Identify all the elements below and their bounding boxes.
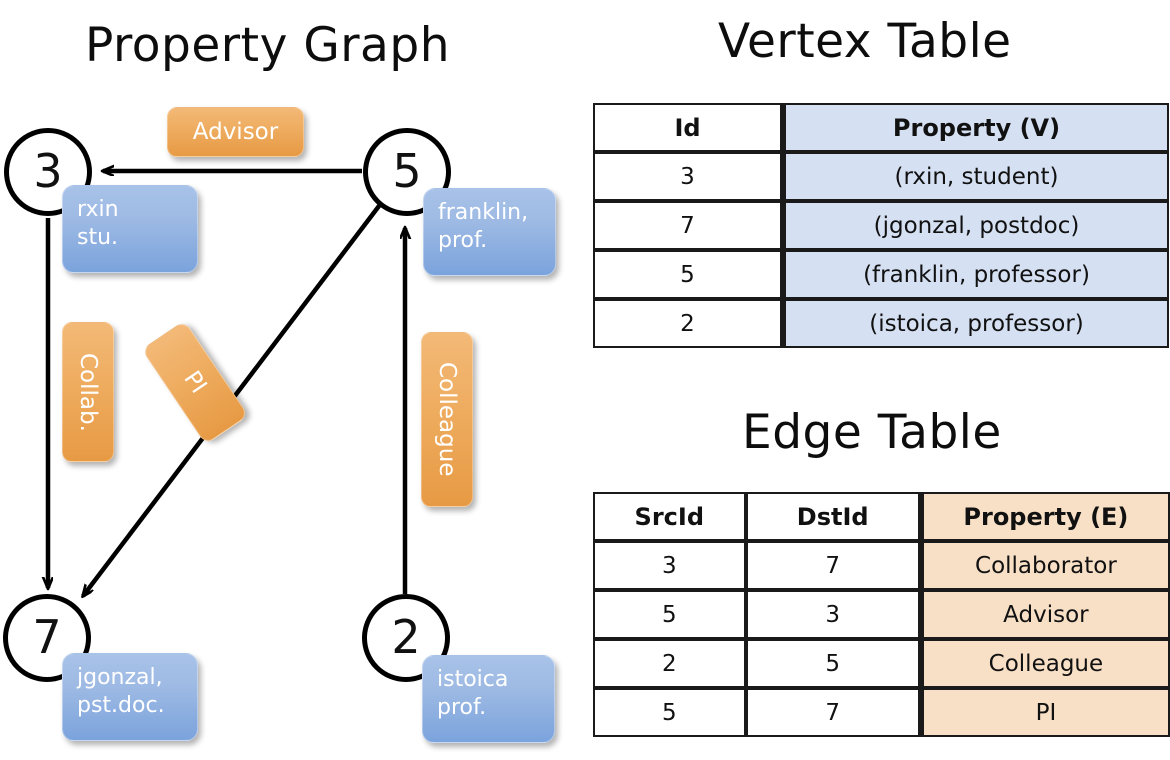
edge-cell-dstid: 5: [745, 639, 920, 688]
property-box-istoica-line2: prof.: [437, 695, 487, 721]
property-box-jgonzal[interactable]: jgonzal, pst.doc.: [62, 653, 198, 741]
edge-table-header-property: Property (E): [919, 492, 1170, 541]
vertex-cell-id: 5: [593, 250, 782, 299]
edge-table-header-dstid: DstId: [745, 492, 920, 541]
table-row[interactable]: 7 (jgonzal, postdoc): [593, 201, 1169, 250]
vertex-table-header-property: Property (V): [782, 103, 1169, 152]
vertex-cell-id: 7: [593, 201, 782, 250]
edge-label-colleague[interactable]: Colleague: [421, 332, 473, 507]
edge-table: SrcId DstId Property (E) 3 7 Collaborato…: [593, 492, 1170, 737]
graph-node-3-label: 3: [33, 144, 63, 198]
edge-cell-dstid: 7: [745, 688, 920, 737]
edge-cell-srcid: 5: [593, 590, 746, 639]
vertex-cell-property: (istoica, professor): [782, 299, 1169, 348]
edge-cell-dstid: 7: [745, 541, 920, 590]
vertex-table-header-id: Id: [593, 103, 782, 152]
table-row[interactable]: 5 7 PI: [593, 688, 1170, 737]
page-title-vertex-table: Vertex Table: [718, 14, 1012, 69]
edge-cell-srcid: 5: [593, 688, 746, 737]
edge-cell-srcid: 2: [593, 639, 746, 688]
vertex-cell-property: (rxin, student): [782, 152, 1169, 201]
property-box-rxin-line1: rxin: [77, 197, 119, 222]
page-title-property-graph: Property Graph: [85, 18, 450, 73]
property-box-istoica[interactable]: istoica prof.: [422, 655, 555, 743]
edge-label-pi-text: PI: [178, 366, 212, 399]
graph-node-2[interactable]: 2: [362, 594, 450, 682]
property-box-franklin-line2: prof.: [438, 228, 488, 254]
graph-node-2-label: 2: [391, 610, 421, 664]
edge-cell-srcid: 3: [593, 541, 746, 590]
vertex-cell-id: 2: [593, 299, 782, 348]
edge-cell-dstid: 3: [745, 590, 920, 639]
property-box-istoica-line1: istoica: [437, 667, 509, 692]
vertex-cell-property: (franklin, professor): [782, 250, 1169, 299]
edge-cell-property: Colleague: [919, 639, 1170, 688]
property-box-rxin-line2: stu.: [77, 225, 119, 251]
edge-label-advisor-text: Advisor: [192, 119, 279, 145]
graph-node-5[interactable]: 5: [363, 128, 451, 216]
table-row[interactable]: 2 5 Colleague: [593, 639, 1170, 688]
property-box-franklin[interactable]: franklin, prof.: [423, 188, 556, 276]
edge-label-colleague-text: Colleague: [434, 362, 460, 477]
edge-label-advisor[interactable]: Advisor: [167, 107, 304, 157]
graph-node-5-label: 5: [392, 144, 422, 198]
vertex-cell-property: (jgonzal, postdoc): [782, 201, 1169, 250]
vertex-cell-id: 3: [593, 152, 782, 201]
table-row[interactable]: 5 3 Advisor: [593, 590, 1170, 639]
graph-node-7-label: 7: [32, 610, 62, 664]
table-row[interactable]: 3 (rxin, student): [593, 152, 1169, 201]
vertex-table-header-row: Id Property (V): [593, 103, 1169, 152]
edge-label-collab[interactable]: Collab.: [62, 322, 114, 462]
property-box-jgonzal-line1: jgonzal,: [77, 665, 163, 690]
page-title-edge-table: Edge Table: [742, 405, 1002, 460]
table-row[interactable]: 2 (istoica, professor): [593, 299, 1169, 348]
property-box-franklin-line1: franklin,: [438, 200, 529, 225]
edge-table-header-row: SrcId DstId Property (E): [593, 492, 1170, 541]
property-graph-panel: Property Graph 3 5 7 2 rxin stu. frankli…: [3, 18, 556, 743]
property-box-jgonzal-line2: pst.doc.: [77, 693, 165, 719]
edge-cell-property: Collaborator: [919, 541, 1170, 590]
edge-cell-property: PI: [919, 688, 1170, 737]
edge-label-collab-text: Collab.: [75, 352, 101, 432]
edge-cell-property: Advisor: [919, 590, 1170, 639]
table-row[interactable]: 3 7 Collaborator: [593, 541, 1170, 590]
table-row[interactable]: 5 (franklin, professor): [593, 250, 1169, 299]
edge-table-header-srcid: SrcId: [593, 492, 746, 541]
vertex-table: Id Property (V) 3 (rxin, student) 7 (jgo…: [593, 103, 1169, 348]
property-box-rxin[interactable]: rxin stu.: [62, 185, 198, 273]
